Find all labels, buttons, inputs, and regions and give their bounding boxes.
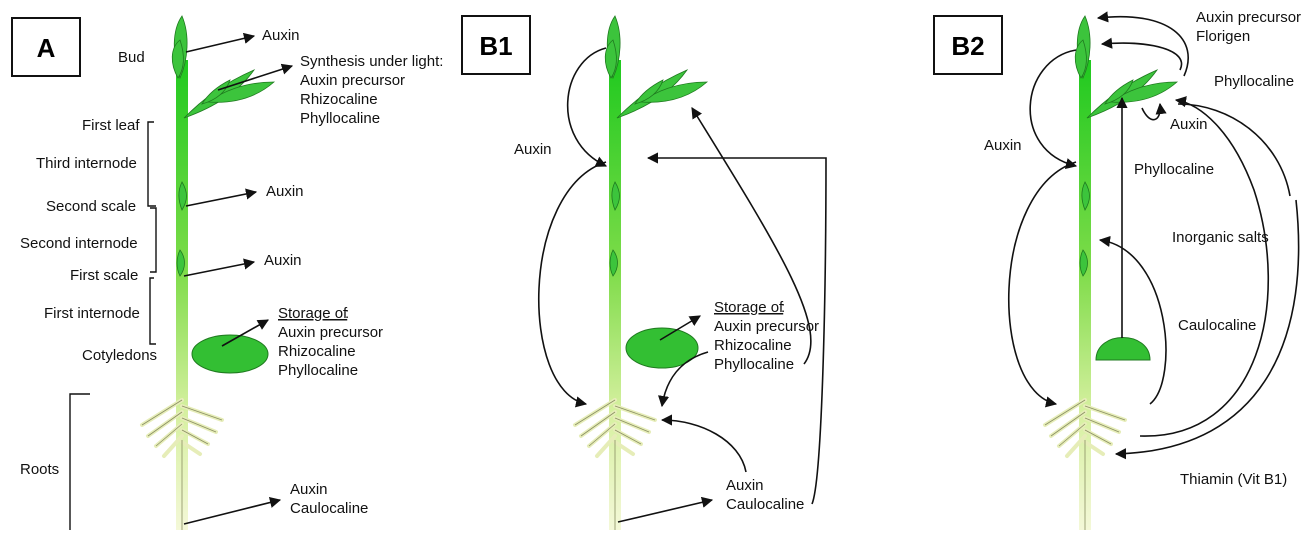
label-storage-title-b1: Storage of bbox=[714, 299, 784, 316]
label-auxin-bud: Auxin bbox=[262, 27, 300, 44]
label-storage-item-1-b1: Auxin precursor bbox=[714, 318, 819, 335]
bracket-first-internode bbox=[150, 278, 156, 344]
label-storage-title: Storage of bbox=[278, 305, 348, 322]
label-phyllocaline-right: Phyllocaline bbox=[1214, 73, 1294, 90]
label-synthesis-item-1: Auxin precursor bbox=[300, 72, 405, 89]
label-first-leaf: First leaf bbox=[82, 117, 140, 134]
arrow-bud-loop-b2 bbox=[1030, 50, 1076, 166]
label-root-product-2-b1: Caulocaline bbox=[726, 496, 804, 513]
arrow-bud-auxin bbox=[186, 36, 254, 52]
label-second-internode: Second internode bbox=[20, 235, 138, 252]
label-auxin-second-scale: Auxin bbox=[266, 183, 304, 200]
label-storage-item-3-b1: Phyllocaline bbox=[714, 356, 794, 373]
label-caulocaline: Caulocaline bbox=[1178, 317, 1256, 334]
arrow-bud-loop-b1 bbox=[568, 48, 606, 166]
arrow-roots bbox=[184, 500, 280, 524]
panel-a: A Bud Auxin Synthesis under light: Auxin… bbox=[12, 16, 443, 530]
label-inorganic-salts: Inorganic salts bbox=[1172, 229, 1269, 246]
label-synthesis-item-3: Phyllocaline bbox=[300, 110, 380, 127]
cotyledon-b2 bbox=[1096, 338, 1150, 361]
arrow-florigen-bud bbox=[1102, 43, 1182, 70]
panel-b1: B1 Auxin Storage of: Auxin precursor Rhi… bbox=[462, 16, 826, 530]
arrow-roots-b1 bbox=[618, 500, 712, 522]
panel-b2-label: B2 bbox=[951, 31, 984, 61]
label-bud: Bud bbox=[118, 49, 145, 66]
label-auxin-b1: Auxin bbox=[514, 141, 552, 158]
arrow-root-auxin-b1 bbox=[662, 420, 746, 472]
arrow-first-scale bbox=[184, 262, 254, 276]
arrow-auxin-leaf-loop bbox=[1142, 104, 1160, 120]
panel-b1-label: B1 bbox=[479, 31, 512, 61]
label-top-item-2: Florigen bbox=[1196, 28, 1250, 45]
plant-b1 bbox=[575, 16, 707, 530]
plant-a bbox=[142, 16, 274, 530]
arrow-stem-roots-b2 bbox=[1009, 162, 1076, 404]
label-thiamin: Thiamin (Vit B1) bbox=[1180, 471, 1287, 488]
label-root-product-1-b1: Auxin bbox=[726, 477, 764, 494]
label-auxin-leaf: Auxin bbox=[1170, 116, 1208, 133]
label-storage-colon: : bbox=[345, 305, 349, 322]
arrow-caulocaline bbox=[1100, 240, 1166, 404]
label-storage-item-2-b1: Rhizocaline bbox=[714, 337, 792, 354]
label-third-internode: Third internode bbox=[36, 155, 137, 172]
arrow-stem-roots-b1 bbox=[539, 162, 606, 404]
label-root-product-1: Auxin bbox=[290, 481, 328, 498]
label-auxin-first-scale: Auxin bbox=[264, 252, 302, 269]
label-first-scale: First scale bbox=[70, 267, 138, 284]
arrow-auxin-precursor-bud bbox=[1098, 17, 1188, 76]
label-auxin-left: Auxin bbox=[984, 137, 1022, 154]
label-cotyledons: Cotyledons bbox=[82, 347, 157, 364]
arrow-second-scale bbox=[186, 192, 256, 206]
label-phyllocaline-mid: Phyllocaline bbox=[1134, 161, 1214, 178]
label-root-product-2: Caulocaline bbox=[290, 500, 368, 517]
label-roots: Roots bbox=[20, 461, 59, 478]
bracket-second-internode bbox=[150, 208, 156, 272]
panel-b2: B2 Auxin precursor Florigen Phyllocaline… bbox=[934, 9, 1301, 530]
label-storage-item-1: Auxin precursor bbox=[278, 324, 383, 341]
label-top-item-1: Auxin precursor bbox=[1196, 9, 1301, 26]
label-storage-item-3: Phyllocaline bbox=[278, 362, 358, 379]
plant-b2 bbox=[1045, 16, 1177, 530]
label-storage-colon-b1: : bbox=[781, 299, 785, 316]
arrow-inorganic-salts bbox=[1140, 100, 1268, 436]
bracket-roots bbox=[70, 394, 90, 530]
label-storage-item-2: Rhizocaline bbox=[278, 343, 356, 360]
label-first-internode: First internode bbox=[44, 305, 140, 322]
label-second-scale: Second scale bbox=[46, 198, 136, 215]
label-synthesis-title: Synthesis under light: bbox=[300, 53, 443, 70]
label-synthesis-item-2: Rhizocaline bbox=[300, 91, 378, 108]
panel-a-label: A bbox=[37, 33, 56, 63]
bracket-third-internode bbox=[148, 122, 156, 206]
